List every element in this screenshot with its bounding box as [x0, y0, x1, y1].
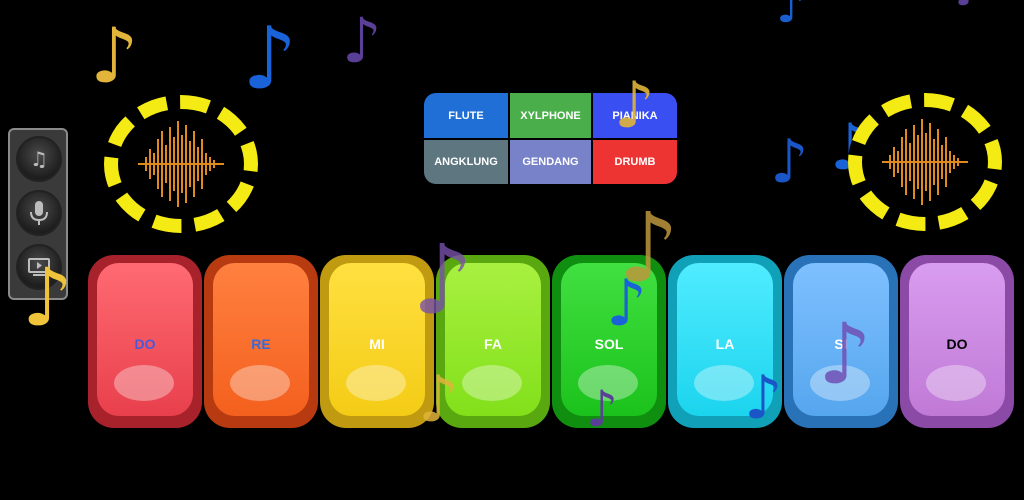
music-note-icon: ♪ — [955, 0, 981, 12]
left-speaker — [104, 95, 258, 233]
instrument-angklung-button[interactable]: ANGKLUNG — [424, 138, 508, 184]
key-label: MI — [369, 336, 385, 352]
key-la[interactable]: LA — [668, 255, 782, 428]
instrument-label: DRUMB — [614, 156, 656, 168]
key-do-high[interactable]: DO — [900, 255, 1014, 428]
microphone-icon — [30, 201, 48, 225]
video-button[interactable] — [16, 244, 62, 290]
song-list-icon: ♫ — [30, 147, 48, 171]
key-label: DO — [946, 336, 968, 352]
key-si[interactable]: SI — [784, 255, 898, 428]
music-note-icon: ♪ — [90, 11, 139, 100]
key-label: SI — [834, 336, 848, 352]
instrument-drumb-button[interactable]: DRUMB — [593, 138, 677, 184]
key-fa[interactable]: FA — [436, 255, 550, 428]
key-label: LA — [715, 336, 735, 352]
music-note-icon: ♪ — [342, 4, 382, 77]
key-re[interactable]: RE — [204, 255, 318, 428]
instrument-selector: FLUTE XYLPHONE PIANIKA ANGKLUNG GENDANG … — [424, 93, 677, 184]
music-note-icon: ♪ — [242, 9, 297, 109]
instrument-gendang-button[interactable]: GENDANG — [508, 138, 593, 184]
key-mi[interactable]: MI — [320, 255, 434, 428]
key-do-low[interactable]: DO — [88, 255, 202, 428]
music-note-icon: ♪ — [776, 0, 807, 34]
song-list-button[interactable]: ♫ — [16, 136, 62, 182]
side-toolbar: ♫ — [8, 128, 68, 300]
instrument-label: GENDANG — [522, 156, 579, 168]
right-speaker — [848, 93, 1002, 231]
instrument-label: ANGKLUNG — [434, 156, 498, 168]
video-icon — [28, 258, 50, 276]
key-label: SOL — [594, 336, 624, 352]
instrument-xylophone-button[interactable]: XYLPHONE — [508, 93, 593, 138]
instrument-label: FLUTE — [448, 109, 484, 122]
key-label: DO — [134, 336, 156, 352]
record-button[interactable] — [16, 190, 62, 236]
instrument-flute-button[interactable]: FLUTE — [424, 93, 508, 138]
instrument-label: XYLPHONE — [520, 109, 581, 122]
music-note-icon: ♪ — [770, 127, 809, 197]
instrument-pianika-button[interactable]: PIANIKA — [593, 93, 677, 138]
instrument-label: PIANIKA — [612, 109, 658, 122]
key-label: RE — [251, 336, 271, 352]
sound-wave-icon — [882, 119, 968, 205]
sound-wave-icon — [138, 121, 224, 207]
key-sol[interactable]: SOL — [552, 255, 666, 428]
key-label: FA — [484, 336, 502, 352]
